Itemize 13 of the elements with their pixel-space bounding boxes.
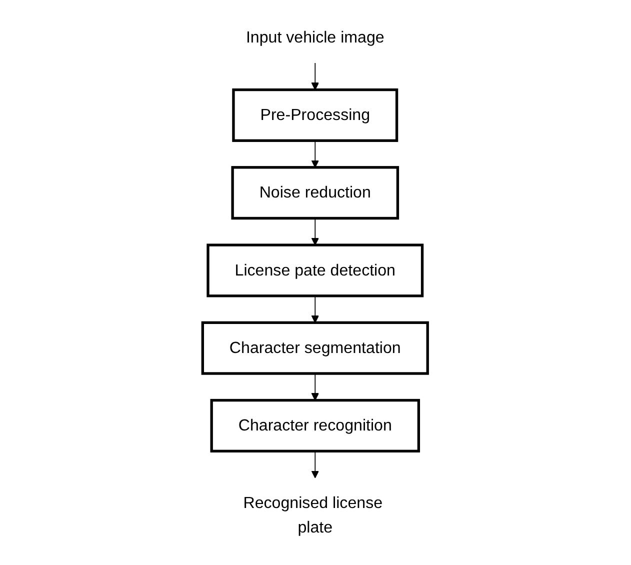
node-box	[232, 88, 398, 142]
node-text: Input vehicle image	[246, 28, 385, 46]
node-box	[210, 398, 420, 452]
arrow	[312, 140, 320, 168]
arrow	[312, 373, 320, 401]
node-box	[202, 321, 430, 375]
arrow	[312, 62, 320, 90]
arrow	[312, 218, 320, 246]
node-box	[207, 244, 424, 298]
node-box	[232, 166, 400, 220]
arrow	[312, 295, 320, 323]
node-text: Recognised license plate	[244, 494, 383, 536]
arrow	[312, 450, 320, 478]
